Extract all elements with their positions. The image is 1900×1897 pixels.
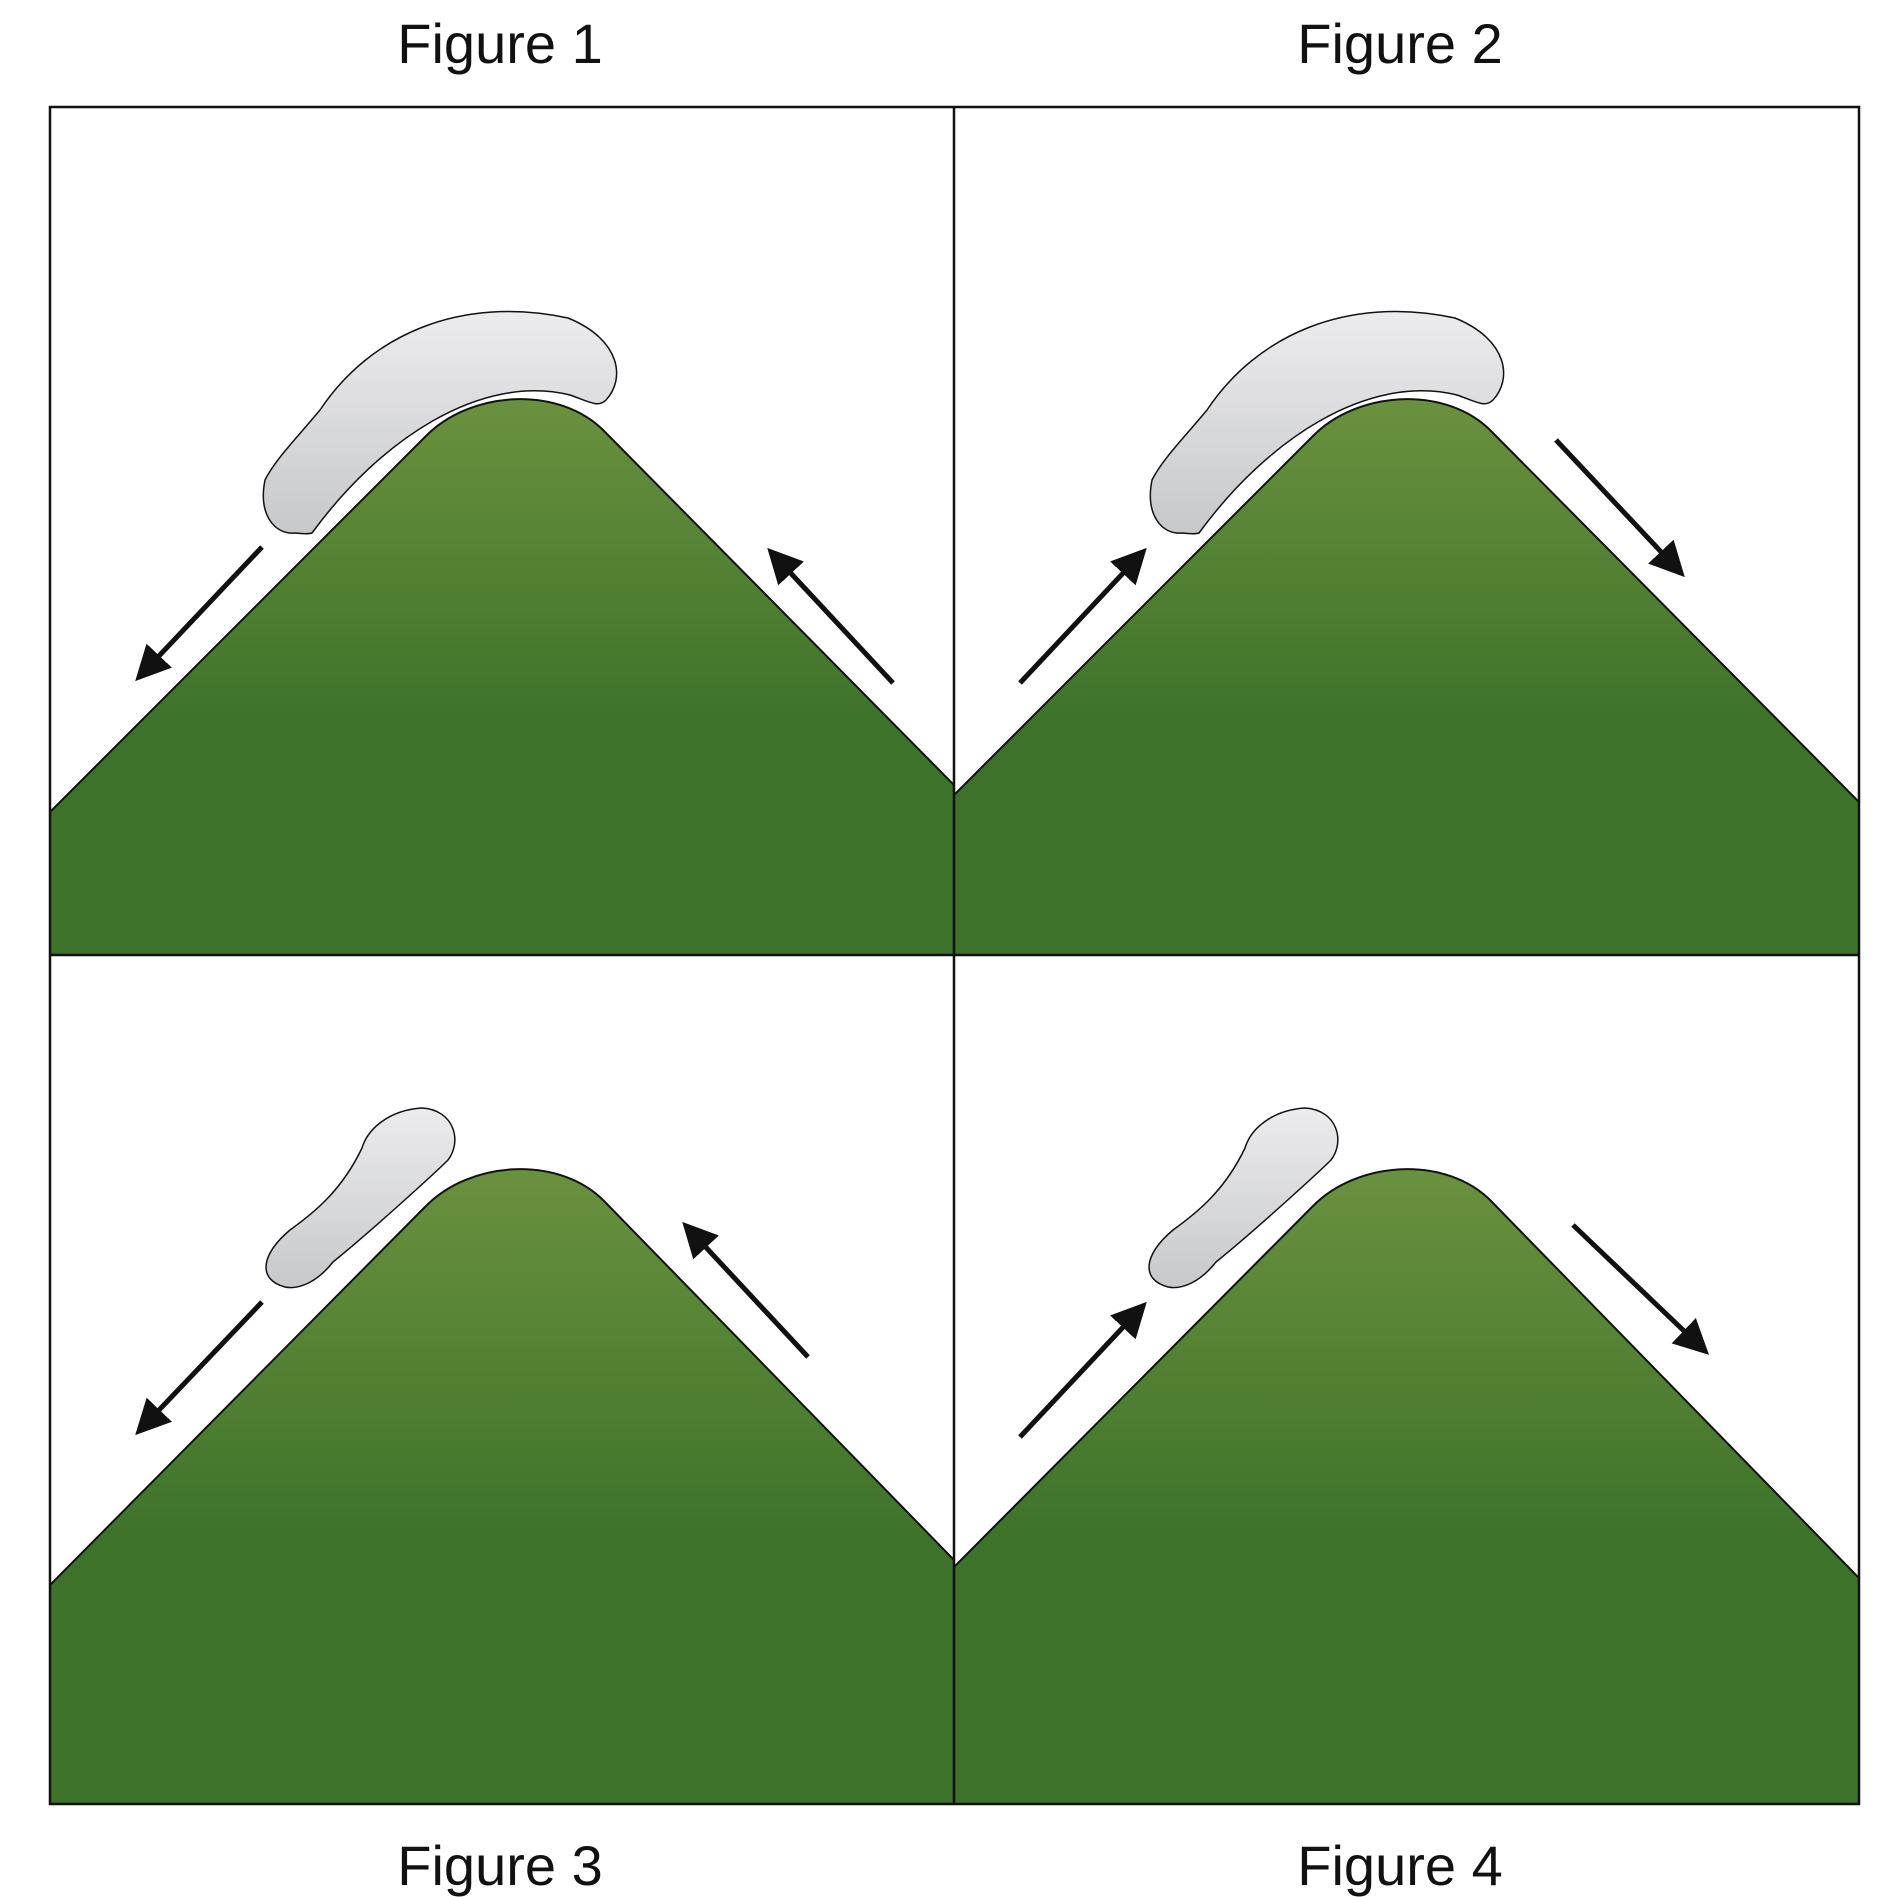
figure-3-caption: Figure 3 <box>397 1834 603 1897</box>
cloud <box>262 310 618 535</box>
figure-1-panel <box>50 310 954 955</box>
arrow-right-slope-down <box>1554 438 1685 578</box>
arrow-right-slope-down <box>1571 1223 1710 1355</box>
mountain <box>50 1168 954 1804</box>
arrow-right-slope-up <box>682 1221 810 1359</box>
arrow-left-slope-up <box>1018 547 1147 685</box>
figure-2-panel <box>954 310 1859 955</box>
arrow-left-slope-down <box>135 1300 264 1436</box>
figure-3-panel <box>50 1107 954 1804</box>
figure-4-caption: Figure 4 <box>1297 1834 1503 1897</box>
mountain <box>50 398 954 955</box>
arrow-left-slope-down <box>135 545 264 682</box>
mountain <box>954 398 1859 955</box>
figure-1-caption: Figure 1 <box>397 12 603 75</box>
cloud <box>1148 1107 1339 1289</box>
mountain <box>954 1168 1859 1804</box>
grid-frame <box>48 105 1861 1806</box>
figure-2-caption: Figure 2 <box>1297 12 1503 75</box>
arrow-right-slope-up <box>767 547 895 685</box>
figure-4-panel <box>954 1107 1859 1804</box>
cloud <box>265 1107 456 1289</box>
arrow-left-slope-up <box>1018 1301 1147 1439</box>
cloud <box>1149 310 1505 535</box>
